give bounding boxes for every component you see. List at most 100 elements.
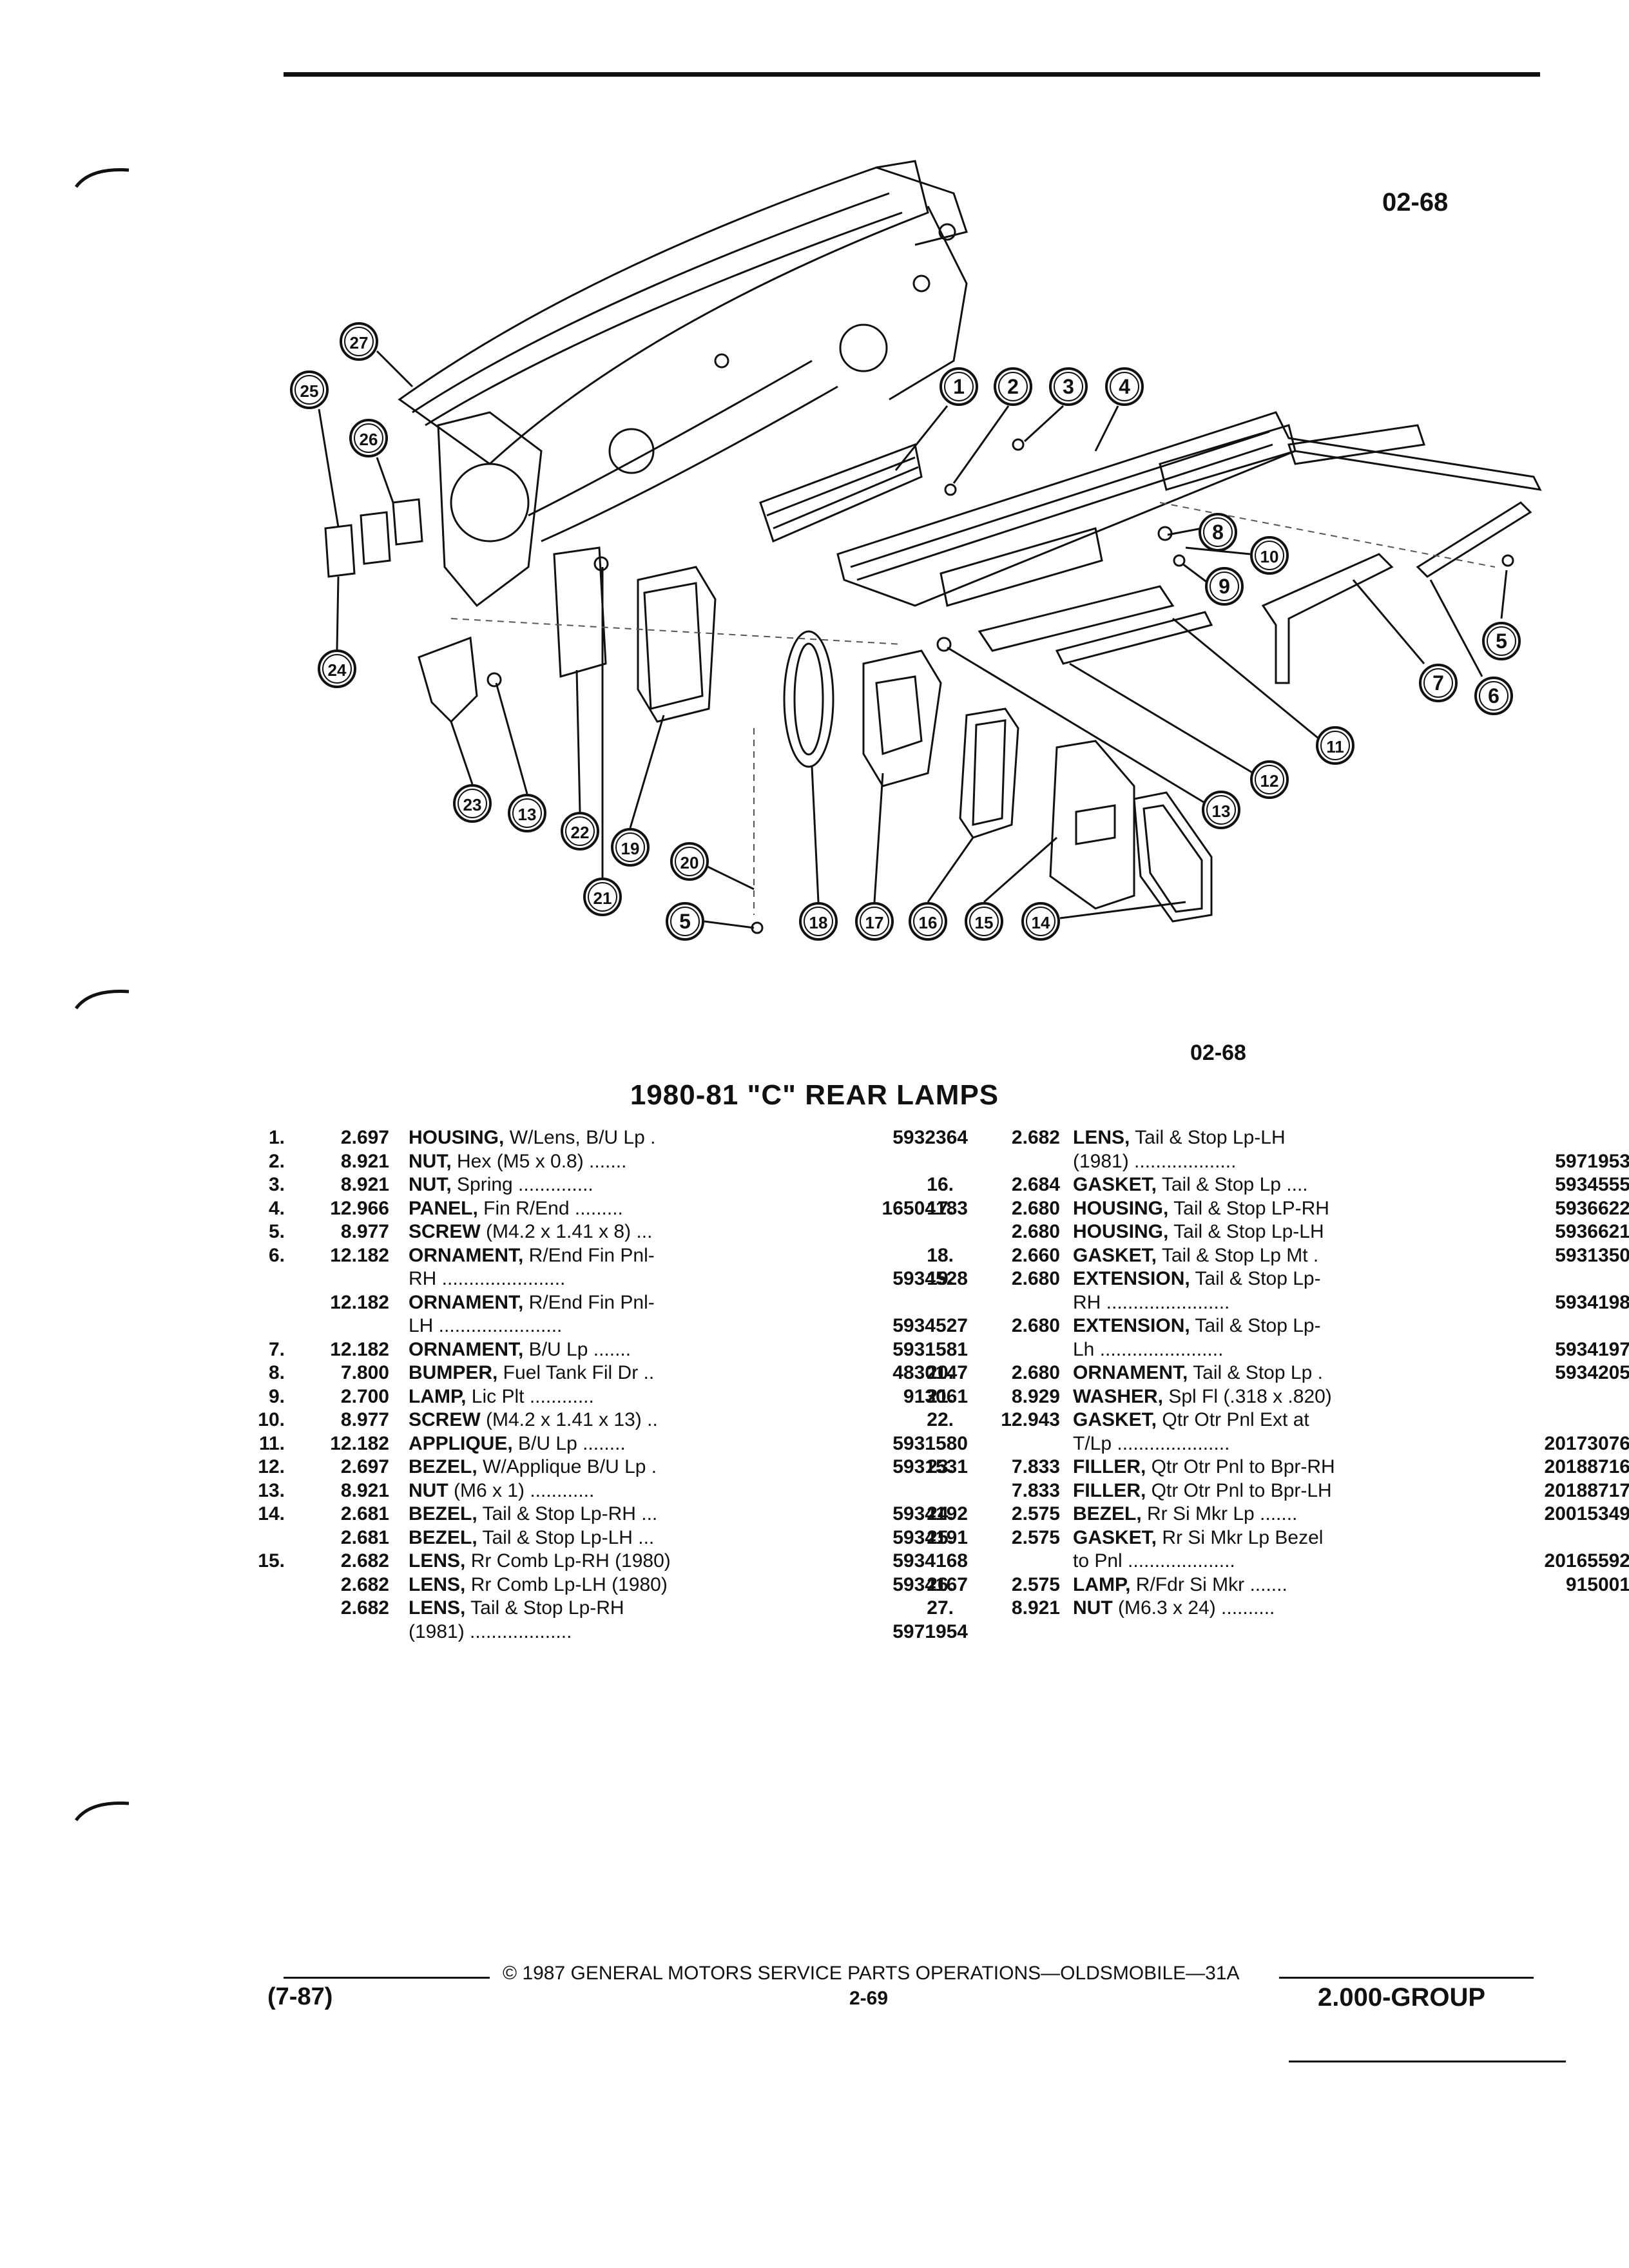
part-number: 5932364 (892, 1127, 968, 1148)
part-detail: R/Fdr Si Mkr ....... (1130, 1573, 1287, 1595)
group-number: 8.921 (340, 1479, 389, 1501)
part-number: 5934205 (1555, 1362, 1629, 1383)
part-detail: R/End Fin Pnl- (523, 1244, 655, 1266)
item-number: 23. (927, 1456, 954, 1477)
part-description: NUT, Hex (M5 x 0.8) ....... (409, 1150, 626, 1174)
part-name: ORNAMENT, (409, 1291, 524, 1313)
part-description: GASKET, Tail & Stop Lp Mt . (1073, 1244, 1318, 1268)
item-number: 1. (268, 1127, 285, 1148)
part-description: LENS, Rr Comb Lp-LH (1980) (409, 1573, 668, 1597)
group-number: 12.182 (330, 1244, 389, 1266)
callout: 6 (1474, 677, 1513, 715)
part-name: SCREW (409, 1221, 481, 1242)
callout-label: 15 (975, 913, 994, 932)
part-number: 4830147 (892, 1362, 968, 1383)
group-number: 2.682 (340, 1550, 389, 1571)
item-number: 21. (927, 1385, 954, 1407)
group-number: 2.680 (1011, 1268, 1060, 1289)
part-number: 5934197 (1555, 1338, 1629, 1360)
part-detail: Rr Comb Lp-RH (1980) (465, 1550, 671, 1571)
group-number: 2.575 (1011, 1526, 1060, 1548)
callout: 16 (909, 902, 947, 941)
part-detail: RH ....................... (409, 1268, 566, 1289)
part-name: WASHER, (1073, 1385, 1164, 1407)
callout: 18 (799, 902, 838, 941)
group-number: 2.680 (1011, 1315, 1060, 1336)
part-detail: Tail & Stop Lp- (1190, 1315, 1321, 1336)
group-number: 7.800 (340, 1362, 389, 1383)
part-detail: Qtr Otr Pnl to Bpr-LH (1146, 1479, 1332, 1501)
part-detail: B/U Lp ........ (512, 1432, 626, 1454)
part-number: 5934555 (1555, 1174, 1629, 1195)
part-detail: (1981) ................... (409, 1620, 572, 1642)
part-description: ORNAMENT, R/End Fin Pnl- (409, 1291, 655, 1315)
footer-rule-left (284, 1977, 490, 1979)
part-detail: Tail & Stop LP-RH (1168, 1197, 1329, 1219)
parts-row: LH .......................5934527 (240, 1314, 974, 1338)
group-number: 2.660 (1011, 1244, 1060, 1266)
part-description: NUT, Spring .............. (409, 1173, 593, 1197)
part-description: PANEL, Fin R/End ......... (409, 1197, 623, 1221)
part-number: 5971954 (892, 1620, 968, 1642)
binder-mark-middle (74, 990, 130, 1010)
item-number: 10. (258, 1409, 285, 1430)
group-number: 8.921 (340, 1174, 389, 1195)
top-rule (284, 72, 1540, 77)
part-description: to Pnl .................... (1073, 1550, 1235, 1573)
callout-label: 12 (1260, 771, 1279, 791)
callout-label: 4 (1119, 375, 1130, 398)
item-number: 26. (927, 1573, 954, 1595)
part-detail: (M4.2 x 1.41 x 13) .. (480, 1409, 658, 1430)
callout-label: 19 (621, 839, 640, 858)
part-name: FILLER, (1073, 1456, 1146, 1477)
parts-row: (1981) ...................5971953 (896, 1150, 1629, 1174)
part-name: GASKET, (1073, 1409, 1157, 1430)
item-number: 24. (927, 1503, 954, 1524)
part-detail: Rr Si Mkr Lp ....... (1141, 1503, 1298, 1524)
part-name: EXTENSION, (1073, 1268, 1190, 1289)
callout: 15 (965, 902, 1003, 941)
part-name: NUT (1073, 1597, 1113, 1619)
parts-row: to Pnl ....................20165592 (896, 1550, 1629, 1573)
part-name: GASKET, (1073, 1526, 1157, 1548)
part-name: NUT, (409, 1174, 452, 1195)
part-description: ORNAMENT, R/End Fin Pnl- (409, 1244, 655, 1268)
item-number: 16. (927, 1174, 954, 1195)
group-number: 8.977 (340, 1221, 389, 1242)
part-description: (1981) ................... (409, 1620, 572, 1644)
footer-copyright: © 1987 GENERAL MOTORS SERVICE PARTS OPER… (503, 1963, 1240, 1984)
group-number: 12.182 (330, 1338, 389, 1360)
callout-label: 7 (1432, 671, 1444, 695)
figure-number-top: 02-68 (1382, 188, 1449, 216)
part-detail: Fin R/End ......... (477, 1197, 623, 1219)
part-name: ORNAMENT, (409, 1338, 524, 1360)
callout: 25 (290, 370, 329, 409)
part-description: ORNAMENT, Tail & Stop Lp . (1073, 1361, 1323, 1385)
part-name: BEZEL, (409, 1526, 477, 1548)
callout: 26 (349, 419, 388, 457)
callout: 7 (1419, 664, 1458, 702)
item-number: 8. (268, 1362, 285, 1383)
part-detail: LH ....................... (409, 1315, 563, 1336)
item-number: 9. (268, 1385, 285, 1407)
part-name: HOUSING, (1073, 1197, 1169, 1219)
part-description: LAMP, R/Fdr Si Mkr ....... (1073, 1573, 1287, 1597)
item-number: 3. (268, 1174, 285, 1195)
item-number: 4. (268, 1197, 285, 1219)
group-number: 2.697 (340, 1456, 389, 1477)
